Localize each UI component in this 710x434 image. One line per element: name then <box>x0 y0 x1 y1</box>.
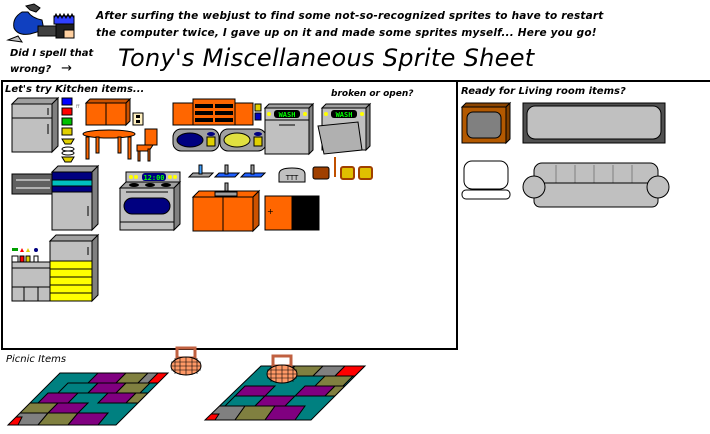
flat-screen-tv-sprite <box>522 102 666 144</box>
microwave-blue-sprite <box>172 128 220 152</box>
intro-line-2: the computer twice, I gave up on it and … <box>96 27 597 39</box>
sofa-sprite <box>522 162 670 208</box>
cups-bowls-sprite: ff <box>61 97 80 163</box>
dishwasher-closed-sprite: WASH <box>263 102 315 156</box>
faucets-sprite <box>187 164 267 178</box>
picnic-basket-sprite <box>170 346 202 376</box>
dishwasher-caption: broken or open? <box>331 89 414 99</box>
dishwasher-open-sprite: WASH <box>317 102 372 155</box>
fridge-sprite <box>10 96 60 154</box>
character-sprite-icon <box>6 3 75 43</box>
fridge-drawers-sprite <box>11 233 100 303</box>
microwave-yellow-sprite <box>219 128 267 152</box>
open-cabinet-sprite: + <box>264 195 320 231</box>
picnic-label: Picnic Items <box>6 354 67 365</box>
chair-sprite <box>136 128 158 162</box>
kitchen-section <box>1 80 458 350</box>
misspell-note: Did I spell that wrong? → <box>10 46 93 77</box>
kitchen-label: Let's try Kitchen items... <box>5 84 145 95</box>
stove-sprite: 12:00 <box>118 171 182 232</box>
upper-cabinet-sprite <box>84 97 132 127</box>
arrow-right-icon: → <box>61 61 73 76</box>
intro-text: After surfing the webjust to find some n… <box>96 8 604 42</box>
table-sprite <box>82 129 136 160</box>
svg-text:ff: ff <box>76 104 80 110</box>
misspell-line-2: wrong? <box>10 64 52 75</box>
living-room-divider <box>454 80 710 82</box>
svg-text:WASH: WASH <box>336 111 353 119</box>
condiments-sprite <box>11 248 39 265</box>
page-title: Tony's Miscellaneous Sprite Sheet <box>118 44 535 72</box>
picnic-blanket-with-basket-sprite <box>203 354 367 421</box>
outlet-sprite <box>132 112 144 126</box>
living-room-label: Ready for Living room items? <box>461 86 626 97</box>
misspell-line-1: Did I spell that <box>10 48 94 59</box>
picnic-blanket-sprite <box>6 372 170 426</box>
svg-text:+: + <box>267 207 274 216</box>
svg-text:12:00: 12:00 <box>143 174 164 182</box>
shelf-cabinet-sprite <box>172 98 254 126</box>
armchair-sprite <box>461 160 511 200</box>
svg-text:TTT: TTT <box>285 174 299 182</box>
tv-sprite <box>460 101 512 145</box>
intro-line-1: After surfing the webjust to find some n… <box>96 10 604 22</box>
sink-cabinet-sprite <box>191 182 261 233</box>
bread-toast-sprite <box>312 157 373 180</box>
toaster-sprite: TTT <box>278 167 306 183</box>
svg-text:WASH: WASH <box>279 111 296 119</box>
cereal-box-icons <box>254 103 262 121</box>
wall-oven-sprite <box>11 164 100 232</box>
